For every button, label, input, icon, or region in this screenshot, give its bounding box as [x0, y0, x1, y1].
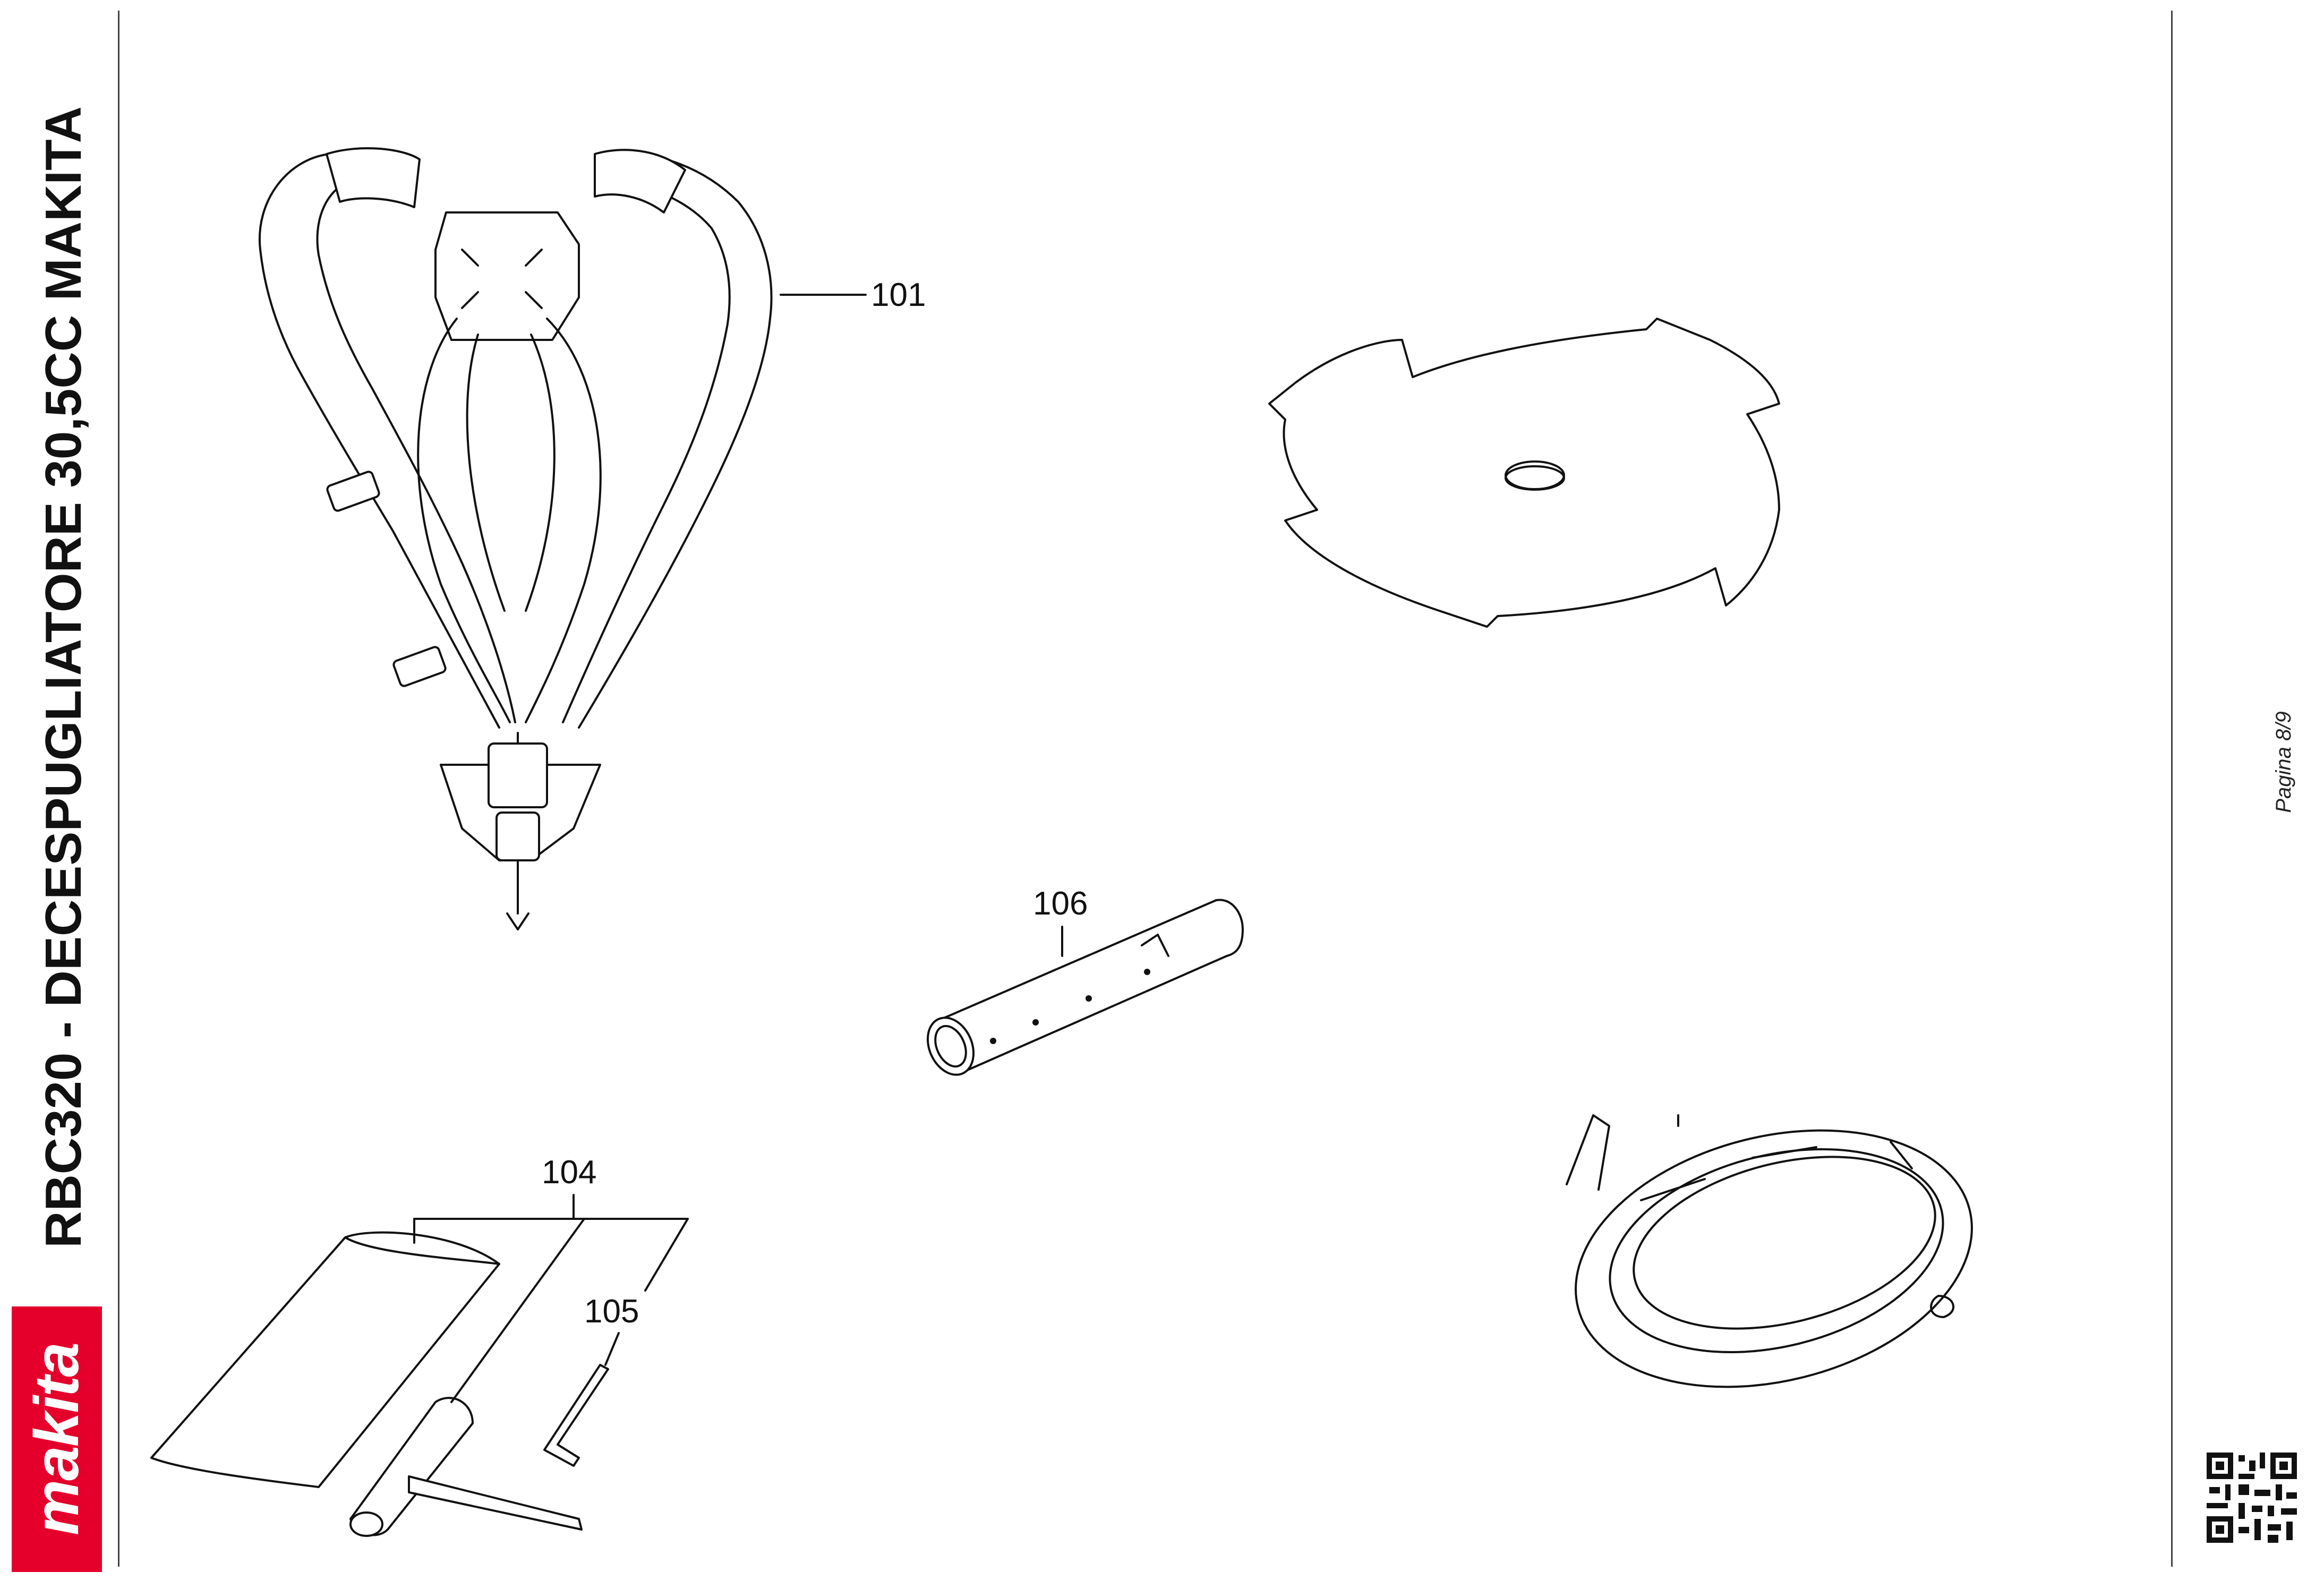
callout-leader-104 [413, 1194, 689, 1403]
tool-bag-drawing [150, 1231, 500, 1488]
blade-drawing [1268, 318, 1780, 628]
makita-logo-icon: makita [12, 1306, 102, 1572]
harness-drawing [258, 147, 773, 930]
hex-key-drawing [543, 1364, 609, 1467]
callout-104: 104 [542, 1154, 596, 1191]
left-border-line [118, 11, 119, 1567]
qr-code-icon [2207, 1453, 2297, 1543]
guard-ring-drawing [1566, 1114, 1973, 1388]
callout-leader-105 [604, 1332, 620, 1366]
callout-105: 105 [584, 1293, 639, 1330]
right-border-line [2171, 11, 2173, 1567]
callout-106: 106 [1033, 885, 1088, 922]
tube-drawing [926, 899, 1244, 1076]
spanner-drawing [349, 1397, 583, 1537]
callout-101: 101 [871, 277, 926, 313]
